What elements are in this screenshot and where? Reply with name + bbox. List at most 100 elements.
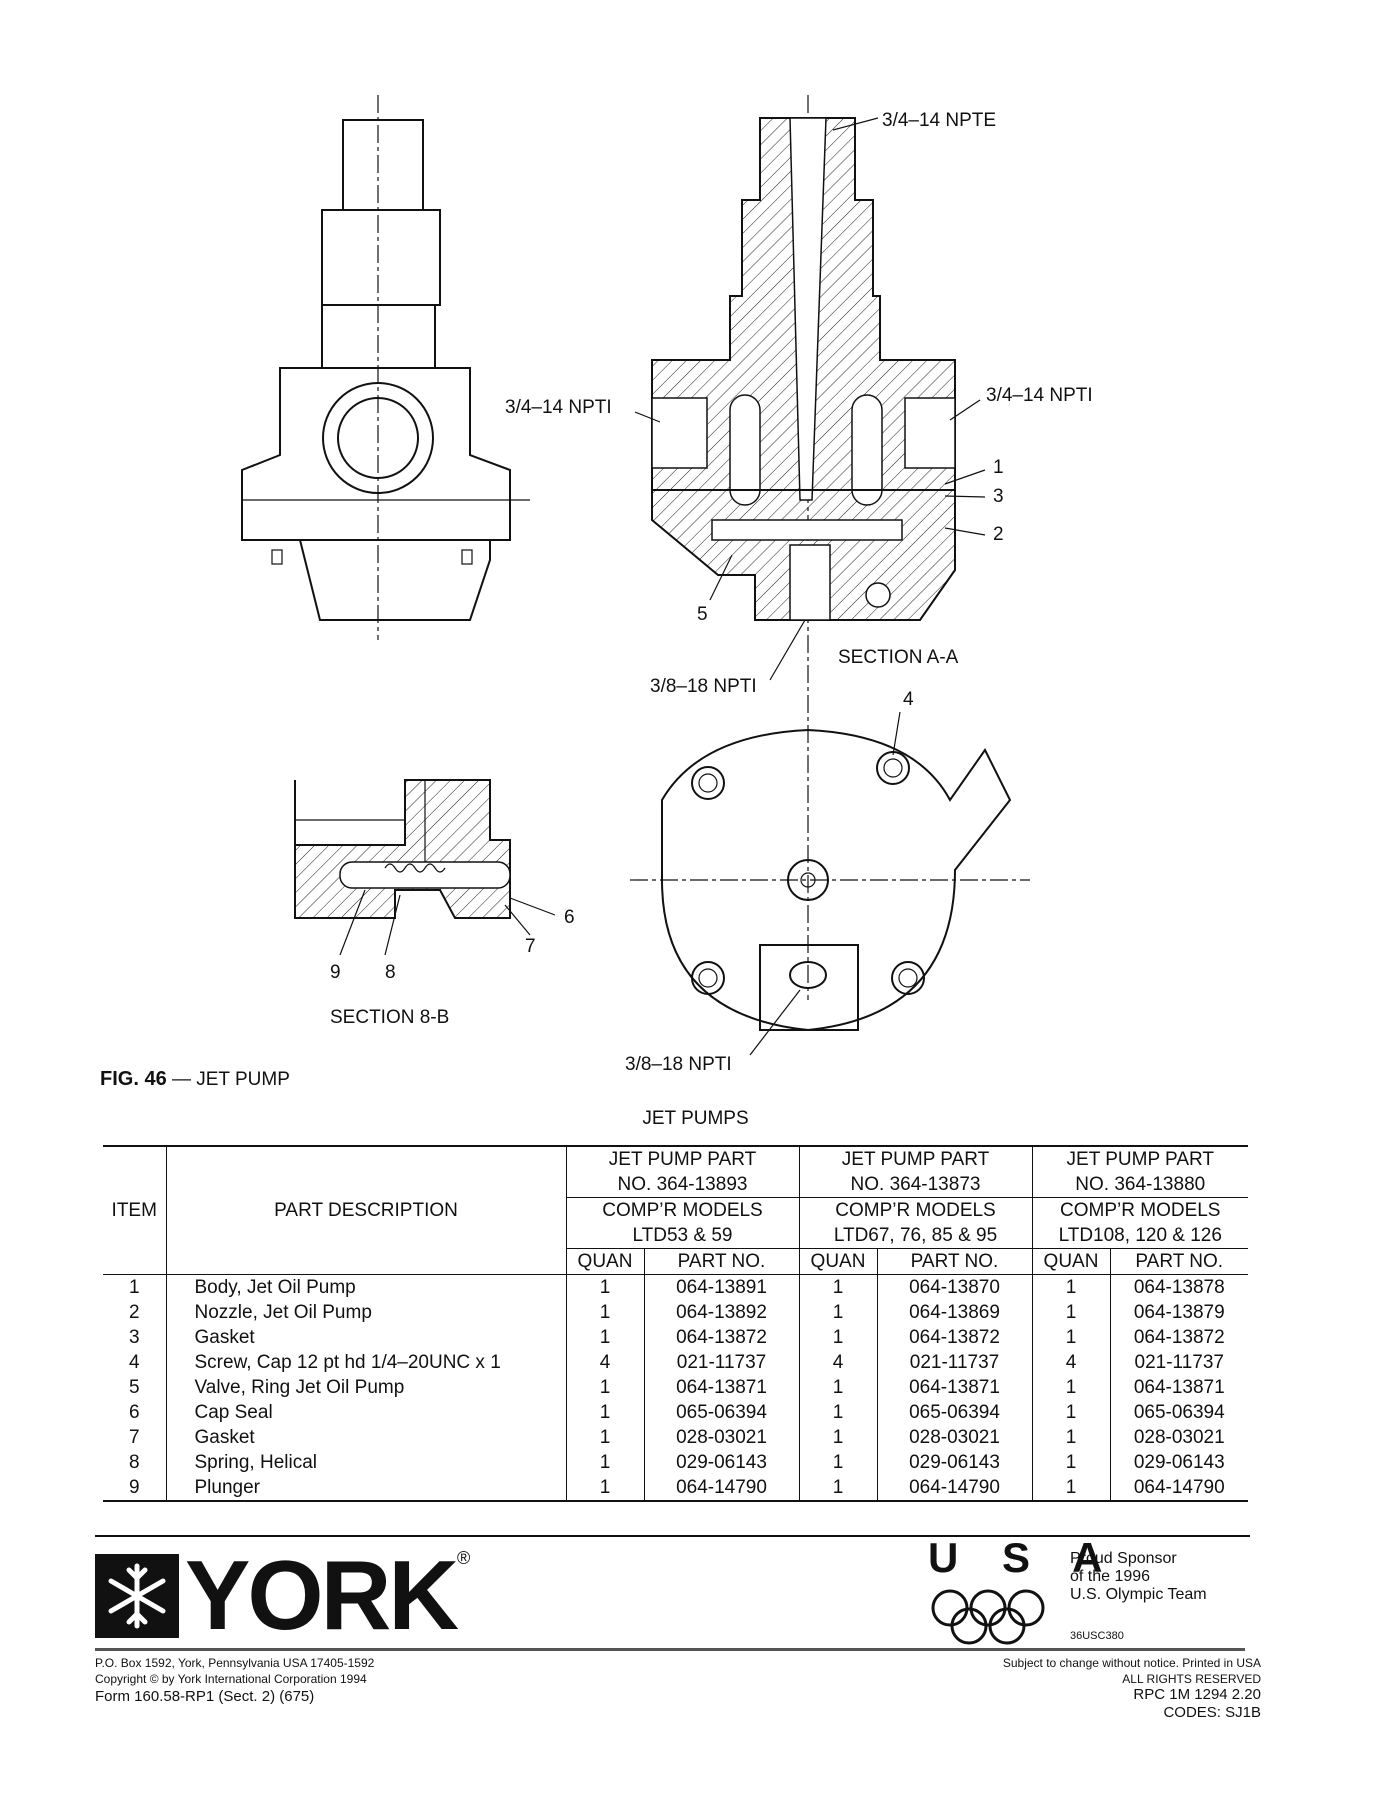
- quan-2: 1: [798, 1375, 877, 1400]
- label-npti-right: 3/4–14 NPTI: [986, 385, 1093, 406]
- label-npte-top: 3/4–14 NPTE: [882, 110, 996, 131]
- quan-1: 1: [565, 1450, 644, 1475]
- quan-3: 1: [1031, 1375, 1110, 1400]
- copyright: Copyright © by York International Corpor…: [95, 1672, 367, 1686]
- item-number: 1: [128, 1276, 140, 1298]
- group-1-models-line1: COMP’R MODELS: [565, 1197, 799, 1223]
- parts-table: ITEM PART DESCRIPTION JET PUMP PART JET …: [103, 1145, 1248, 1502]
- figure-title: — JET PUMP: [171, 1069, 290, 1090]
- section-b-b-view: [294, 779, 511, 919]
- rights-reserved: ALL RIGHTS RESERVED: [1122, 1672, 1261, 1686]
- quan-1: 1: [565, 1475, 644, 1502]
- quan-1: 1: [565, 1325, 644, 1350]
- quan-3: 1: [1031, 1425, 1110, 1450]
- label-npti-plan: 3/8–18 NPTI: [625, 1054, 732, 1075]
- item-number: 4: [128, 1351, 140, 1373]
- quan-3: 1: [1031, 1300, 1110, 1325]
- header-partno-3: PART NO.: [1109, 1248, 1248, 1275]
- quan-3: 1: [1031, 1274, 1110, 1300]
- quan-3: 1: [1031, 1475, 1110, 1502]
- part-no-1: 028-03021: [643, 1425, 799, 1450]
- group-1-part-line2: NO. 364-13893: [565, 1172, 799, 1198]
- header-quan-1: QUAN: [565, 1248, 644, 1275]
- codes: CODES: SJ1B: [1163, 1704, 1261, 1721]
- group-3-models-line1: COMP’R MODELS: [1031, 1197, 1248, 1223]
- part-no-1: 064-13891: [643, 1274, 799, 1300]
- item-number: 5: [128, 1376, 140, 1398]
- quan-2: 1: [798, 1325, 877, 1350]
- quan-2: 1: [798, 1475, 877, 1502]
- part-no-1: 064-13892: [643, 1300, 799, 1325]
- figure-caption: FIG. 46 — JET PUMP: [100, 1068, 290, 1091]
- york-wordmark: YORK: [185, 1540, 459, 1650]
- quan-1: 1: [565, 1400, 644, 1425]
- part-description: Plunger: [165, 1475, 566, 1502]
- part-no-2: 029-06143: [876, 1450, 1032, 1475]
- part-no-3: 021-11737: [1109, 1350, 1248, 1375]
- footer-divider-lower: [95, 1648, 1245, 1651]
- part-description: Body, Jet Oil Pump: [165, 1274, 566, 1300]
- part-no-2: 064-13871: [876, 1375, 1032, 1400]
- header-partno-2: PART NO.: [876, 1248, 1032, 1275]
- external-view: [241, 95, 530, 640]
- group-2-part-line2: NO. 364-13873: [798, 1172, 1032, 1198]
- header-quan-3: QUAN: [1031, 1248, 1110, 1275]
- quan-1: 1: [565, 1375, 644, 1400]
- part-description: Gasket: [165, 1425, 566, 1450]
- header-partno-1: PART NO.: [643, 1248, 799, 1275]
- olympic-sponsor-block: U S A Proud Sponsor of the 1996 U.S. Oly…: [928, 1534, 1258, 1650]
- sponsor-line-2: of the 1996: [1070, 1568, 1151, 1585]
- leader-lines: [339, 117, 986, 1056]
- sponsor-text: Proud Sponsor of the 1996 U.S. Olympic T…: [1070, 1550, 1207, 1604]
- part-no-1: 064-13872: [643, 1325, 799, 1350]
- group-2-part-line1: JET PUMP PART: [798, 1146, 1032, 1172]
- part-no-2: 064-13870: [876, 1274, 1032, 1300]
- quan-2: 1: [798, 1274, 877, 1300]
- notice: Subject to change without notice. Printe…: [1002, 1656, 1261, 1670]
- label-section-aa: SECTION A-A: [838, 647, 959, 668]
- group-1-part-line1: JET PUMP PART: [565, 1146, 799, 1172]
- part-no-3: 064-13878: [1109, 1274, 1248, 1300]
- callout-6: 6: [564, 907, 575, 928]
- item-number: 3: [128, 1326, 140, 1348]
- address: P.O. Box 1592, York, Pennsylvania USA 17…: [95, 1656, 375, 1670]
- quan-2: 1: [798, 1450, 877, 1475]
- quan-1: 1: [565, 1274, 644, 1300]
- olympic-rings-icon: [931, 1589, 1045, 1645]
- part-no-2: 064-13872: [876, 1325, 1032, 1350]
- sponsor-line-3: U.S. Olympic Team: [1070, 1586, 1207, 1603]
- quan-2: 1: [798, 1425, 877, 1450]
- part-no-3: 028-03021: [1109, 1425, 1248, 1450]
- part-no-1: 064-14790: [643, 1475, 799, 1502]
- part-no-3: 064-13879: [1109, 1300, 1248, 1325]
- footer-divider: [95, 1535, 1250, 1537]
- group-2-models-line2: LTD67, 76, 85 & 95: [798, 1223, 1032, 1249]
- part-no-2: 028-03021: [876, 1425, 1032, 1450]
- form-number: Form 160.58-RP1 (Sect. 2) (675): [95, 1688, 315, 1705]
- group-3-part-line1: JET PUMP PART: [1031, 1146, 1248, 1172]
- group-3-models-line2: LTD108, 120 & 126: [1031, 1223, 1248, 1249]
- quan-2: 1: [798, 1400, 877, 1425]
- group-2-models-line1: COMP’R MODELS: [798, 1197, 1032, 1223]
- quan-3: 1: [1031, 1450, 1110, 1475]
- plan-view: [630, 728, 1030, 1032]
- part-no-3: 064-13871: [1109, 1375, 1248, 1400]
- quan-3: 1: [1031, 1400, 1110, 1425]
- table-title: JET PUMPS: [642, 1108, 749, 1129]
- item-number: 7: [128, 1426, 140, 1448]
- part-description: Cap Seal: [165, 1400, 566, 1425]
- part-no-3: 029-06143: [1109, 1450, 1248, 1475]
- part-no-3: 064-13872: [1109, 1325, 1248, 1350]
- callout-8: 8: [385, 962, 396, 983]
- part-no-1: 064-13871: [643, 1375, 799, 1400]
- figure-number: FIG. 46: [100, 1068, 167, 1090]
- registered-mark: ®: [457, 1548, 471, 1568]
- callout-7: 7: [525, 936, 536, 957]
- quan-1: 1: [565, 1425, 644, 1450]
- quan-2: 4: [798, 1350, 877, 1375]
- usc-code: 36USC380: [1070, 1630, 1124, 1642]
- label-section-bb: SECTION 8-B: [330, 1007, 449, 1028]
- label-npti-left: 3/4–14 NPTI: [505, 397, 612, 418]
